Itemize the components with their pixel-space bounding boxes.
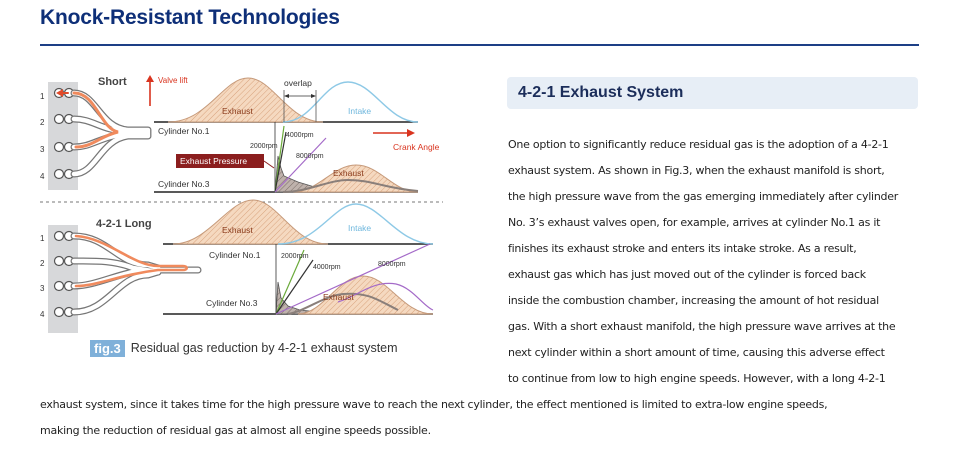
body-line: next cylinder within a short amount of t… [508, 346, 885, 359]
exhaust-pressure-tag [176, 154, 264, 168]
body-line: exhaust gas which has just moved out of … [508, 268, 866, 281]
overlap-label: overlap [284, 78, 312, 88]
long-rpm-8000: 8000rpm [378, 261, 406, 268]
long-label: 4-2-1 Long [96, 218, 152, 230]
short-rpm-8000: 8000rpm [296, 153, 324, 160]
long-exhaust-label: Exhaust [222, 225, 253, 235]
short-cylinder1-label: Cylinder No.1 [158, 126, 210, 136]
body-text-full-width: exhaust system, since it takes time for … [40, 392, 940, 444]
figure-number-badge: fig.3 [90, 339, 125, 357]
short-cyl-num-3: 3 [40, 145, 45, 154]
long-intake-label: Intake [348, 223, 371, 233]
valve-lift-arrow-icon [146, 75, 154, 82]
short-exhaust-lower-label: Exhaust [333, 168, 364, 178]
body-line: No. 3’s exhaust valves open, for example… [508, 216, 881, 229]
short-intake-label: Intake [348, 106, 371, 116]
page-title: Knock-Resistant Technologies [40, 6, 340, 29]
short-rpm-2000: 2000rpm [250, 143, 278, 150]
figure-caption-text: Residual gas reduction by 4-2-1 exhaust … [130, 341, 398, 355]
body-line: the high pressure wave from the gas emer… [508, 190, 899, 203]
body-line: to continue from low to high engine spee… [508, 372, 886, 385]
body-line: finishes its exhaust stroke and enters i… [508, 242, 857, 255]
body-line: inside the combustion chamber, increasin… [508, 294, 879, 307]
short-rpm-4000: 4000rpm [286, 132, 314, 139]
long-cyl-num-3: 3 [40, 284, 45, 293]
long-manifold-pipes [70, 232, 202, 316]
body-line: exhaust system. As shown in Fig.3, when … [508, 164, 885, 177]
short-cyl-num-4: 4 [40, 172, 45, 181]
valve-lift-label: Valve lift [158, 76, 188, 85]
long-cylinder1-label: Cylinder No.1 [209, 250, 261, 260]
short-exhaust-label: Exhaust [222, 106, 253, 116]
short-cylinder3-label: Cylinder No.3 [158, 179, 210, 189]
body-line: gas. With a short exhaust manifold, the … [508, 320, 896, 333]
body-line: making the reduction of residual gas at … [40, 424, 431, 437]
exhaust-pressure-label: Exhaust Pressure [180, 156, 247, 166]
short-label: Short [98, 76, 127, 88]
body-line: One option to significantly reduce resid… [508, 138, 889, 151]
body-text-column: One option to significantly reduce resid… [508, 132, 922, 392]
short-cyl-num-2: 2 [40, 118, 45, 127]
crank-angle-label: Crank Angle [393, 142, 440, 152]
crank-angle-arrow-icon [407, 129, 415, 137]
long-intake-lift-curve [277, 203, 434, 245]
long-exhaust-lift-curve [172, 199, 329, 245]
section-title: 4-2-1 Exhaust System [518, 84, 684, 101]
body-line: exhaust system, since it takes time for … [40, 398, 828, 411]
long-exhaust-lower-label: Exhaust [323, 292, 354, 302]
section-header: 4-2-1 Exhaust System [507, 77, 918, 109]
title-divider [40, 44, 919, 46]
long-rpm-4000: 4000rpm [313, 264, 341, 271]
long-rpm-2000: 2000rpm [281, 253, 309, 260]
figure-caption: fig.3 Residual gas reduction by 4-2-1 ex… [90, 338, 398, 358]
short-cyl-num-1: 1 [40, 92, 45, 101]
short-manifold-pipes [56, 89, 152, 178]
short-engine-block [48, 82, 78, 190]
long-cyl-num-1: 1 [40, 234, 45, 243]
long-cyl-num-2: 2 [40, 259, 45, 268]
figure-diagram: 1 2 3 4 Short Valve lift Exhaust Intake … [40, 75, 443, 333]
short-intake-lift-curve [282, 81, 419, 123]
long-engine-block [48, 225, 78, 333]
long-cyl-num-4: 4 [40, 310, 45, 319]
long-cylinder3-label: Cylinder No.3 [206, 298, 258, 308]
